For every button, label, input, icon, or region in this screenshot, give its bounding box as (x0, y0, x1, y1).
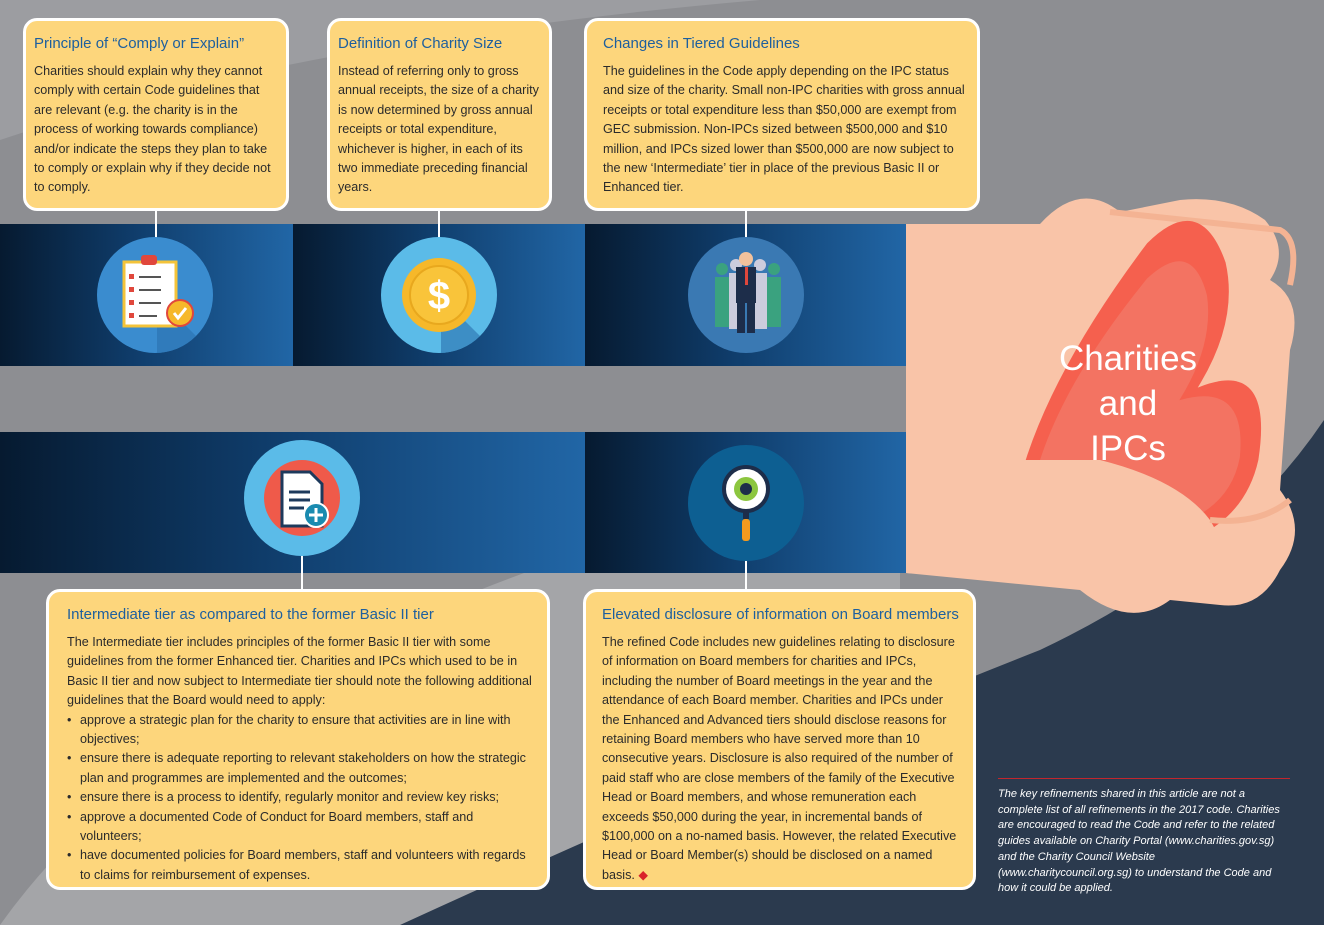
end-diamond-icon: ◆ (638, 867, 649, 882)
heart-label: Charities and IPCs (1040, 336, 1216, 471)
card-title: Principle of “Comply or Explain” (34, 35, 245, 52)
footnote: The key refinements shared in this artic… (998, 778, 1290, 897)
hand-heart-illustration (906, 198, 1297, 613)
card-title: Elevated disclosure of information on Bo… (602, 606, 959, 623)
list-item: approve a documented Code of Conduct for… (67, 808, 537, 847)
list-item: ensure there is adequate reporting to re… (67, 749, 537, 788)
svg-text:$: $ (428, 274, 450, 318)
card-title: Intermediate tier as compared to the for… (67, 606, 434, 623)
heart-line-1: Charities (1058, 339, 1198, 378)
intermediate-tier-card: Intermediate tier as compared to the for… (46, 589, 550, 890)
checklist-icon (97, 237, 213, 353)
guideline-list: approve a strategic plan for the charity… (67, 711, 537, 886)
list-item: approve a strategic plan for the charity… (67, 711, 537, 750)
comply-or-explain-card: Principle of “Comply or Explain” Chariti… (23, 18, 289, 211)
connector-line (301, 555, 303, 591)
magnifier-eye-icon (688, 445, 804, 561)
card-body: The refined Code includes new guidelines… (602, 633, 959, 885)
charity-size-card: Definition of Charity Size Instead of re… (327, 18, 552, 211)
add-document-icon (244, 440, 360, 556)
connector-line (438, 208, 440, 238)
heart-line-2: and (1098, 384, 1158, 423)
dollar-coin-icon: $ (381, 237, 497, 353)
board-disclosure-card: Elevated disclosure of information on Bo… (583, 589, 976, 890)
heart-line-3: IPCs (1090, 429, 1166, 468)
list-item: ensure there is a process to identify, r… (67, 788, 537, 808)
connector-line (155, 208, 157, 238)
connector-line (745, 208, 747, 238)
card-body: Instead of referring only to gross annua… (338, 64, 539, 195)
tiered-guidelines-card: Changes in Tiered Guidelines The guideli… (584, 18, 980, 211)
card-body: The Intermediate tier includes principle… (67, 635, 532, 708)
card-title: Changes in Tiered Guidelines (603, 35, 800, 52)
people-leader-icon (688, 237, 804, 353)
card-title: Definition of Charity Size (338, 35, 503, 52)
card-body-text: The refined Code includes new guidelines… (602, 635, 957, 882)
card-body: Charities should explain why they cannot… (34, 64, 271, 195)
connector-line (745, 555, 747, 591)
card-body: The guidelines in the Code apply dependi… (603, 64, 965, 195)
list-item: have documented policies for Board membe… (67, 846, 537, 885)
